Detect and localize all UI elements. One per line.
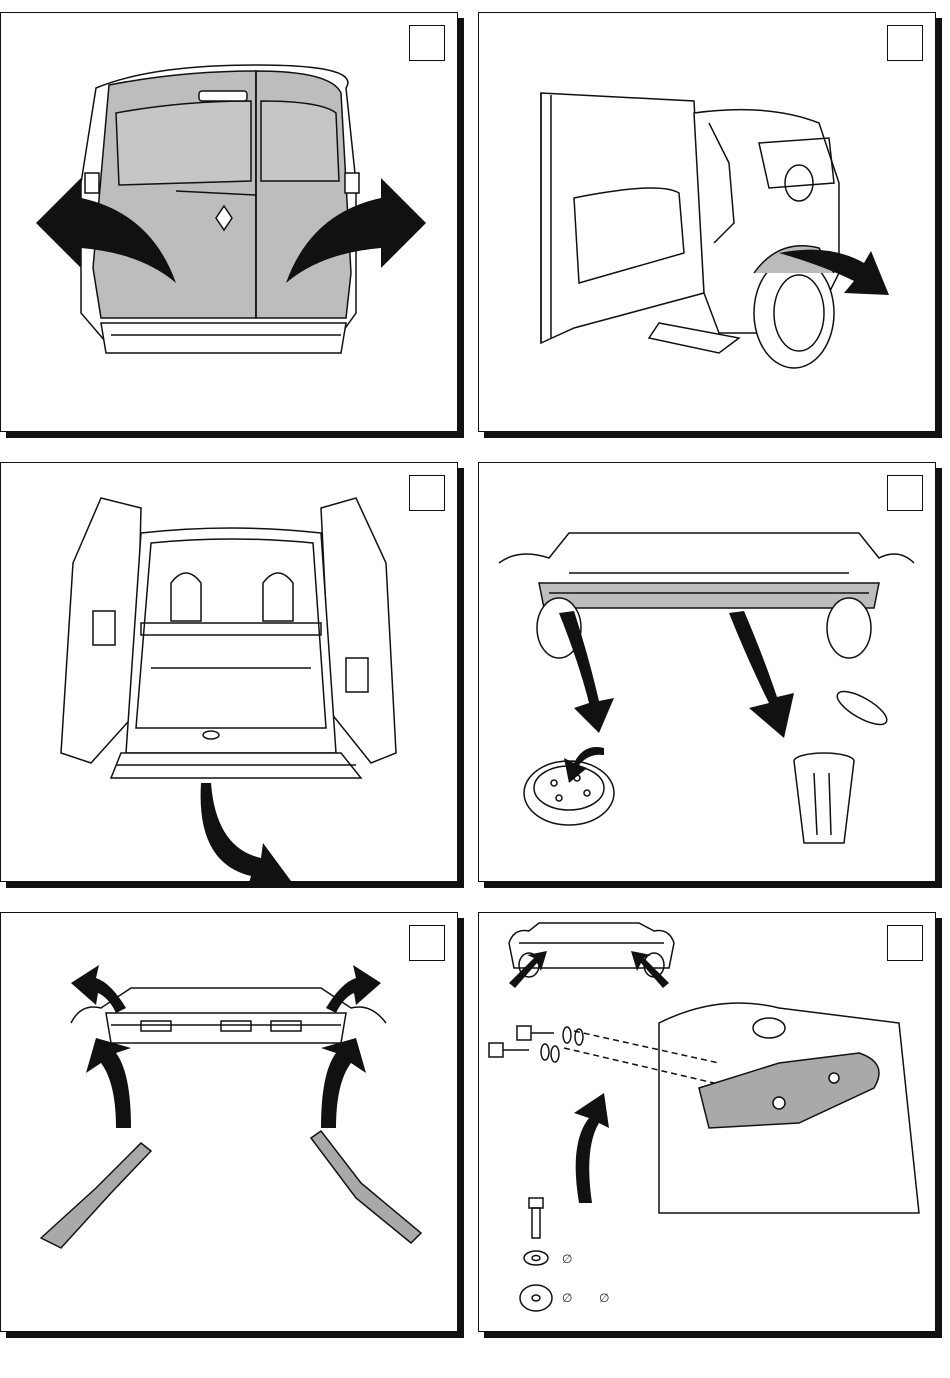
curved-arrow-icon — [201, 783, 291, 883]
step-panel-5 — [0, 912, 458, 1332]
remove-bumper-parts-illustration — [479, 463, 937, 883]
bracket-install-illustration — [1, 913, 459, 1333]
step-panel-2 — [478, 12, 936, 432]
left-bracket — [41, 1143, 151, 1248]
vehicle-side-door-illustration — [479, 13, 937, 433]
right-bracket — [311, 1131, 421, 1243]
washer-icon — [520, 1251, 552, 1311]
step-panel-1 — [0, 12, 458, 432]
curved-arrow-icon — [729, 611, 794, 738]
curved-arrow-icon — [71, 965, 126, 1013]
bolt-fixing-detail-illustration — [479, 913, 937, 1333]
bolt-icon — [489, 1026, 554, 1057]
curved-arrow-icon — [86, 1038, 131, 1128]
curved-arrow-icon — [326, 965, 381, 1013]
diameter-symbol: ∅ — [599, 1291, 609, 1305]
bolt-icon — [529, 1198, 543, 1238]
curved-arrow-icon — [321, 1038, 366, 1128]
step-panel-3 — [0, 462, 458, 882]
vehicle-boot-open-illustration — [1, 463, 459, 883]
step-panel-6: ∅ ∅ ∅ — [478, 912, 936, 1332]
curved-arrow-icon — [559, 611, 614, 733]
curved-arrow-icon — [574, 1093, 609, 1203]
diameter-symbol: ∅ — [562, 1252, 572, 1266]
vehicle-rear-closed-illustration — [1, 13, 459, 433]
diameter-symbol: ∅ — [562, 1291, 572, 1305]
trash-bin-icon — [794, 685, 891, 843]
step-panel-4 — [478, 462, 936, 882]
